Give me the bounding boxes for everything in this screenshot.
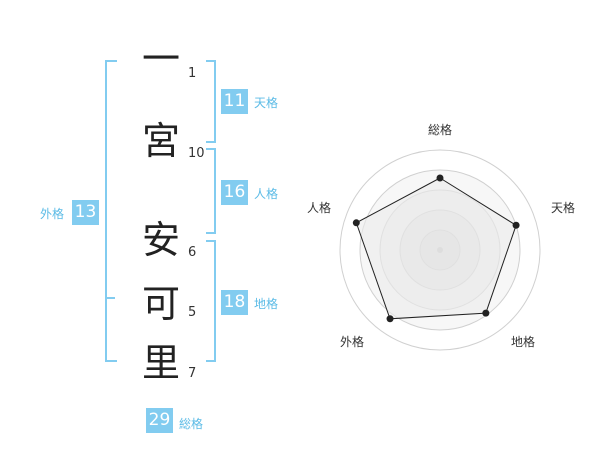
jinkaku-bracket: [206, 148, 216, 234]
radar-point-5: [352, 219, 360, 227]
stroke-count-2: 10: [188, 146, 205, 161]
stroke-count-3: 6: [188, 245, 197, 260]
name-char-3: 安: [141, 218, 180, 262]
name-char-5: 里: [141, 341, 180, 385]
tenkaku-label: 天格: [254, 96, 279, 110]
radar-label-soukaku: 総格: [428, 123, 453, 137]
jinkaku-label: 人格: [254, 187, 279, 201]
name-char-4: 可: [141, 282, 180, 326]
radar-label-gaikaku: 外格: [340, 335, 365, 349]
radar-point-4: [386, 315, 394, 323]
radar-label-chikaku: 地格: [511, 335, 536, 349]
jinkaku-value: 16: [221, 180, 248, 205]
name-char-1: 一: [141, 37, 180, 81]
stroke-count-5: 7: [188, 366, 197, 381]
gaikaku-value: 13: [72, 200, 99, 225]
name-char-2: 宮: [141, 119, 180, 163]
stroke-count-4: 5: [188, 305, 197, 320]
gaikaku-label: 外格: [40, 207, 65, 221]
tenkaku-bracket: [206, 60, 216, 143]
radar-label-jinkaku: 人格: [307, 201, 332, 215]
radar-point-1: [436, 174, 444, 182]
radar-point-2: [512, 221, 520, 229]
tenkaku-value: 11: [221, 89, 248, 114]
soukaku-label: 総格: [179, 417, 204, 431]
chikaku-value: 18: [221, 290, 248, 315]
stroke-count-1: 1: [188, 66, 197, 81]
radar-point-3: [482, 309, 490, 317]
gaikaku-bracket: [105, 60, 117, 362]
soukaku-value: 29: [146, 408, 173, 433]
chikaku-label: 地格: [254, 297, 279, 311]
radar-series-polygon: [355, 177, 517, 320]
chikaku-bracket: [206, 240, 216, 362]
radar-label-tenkaku: 天格: [551, 201, 576, 215]
gaikaku-bracket-divider: [107, 297, 115, 299]
